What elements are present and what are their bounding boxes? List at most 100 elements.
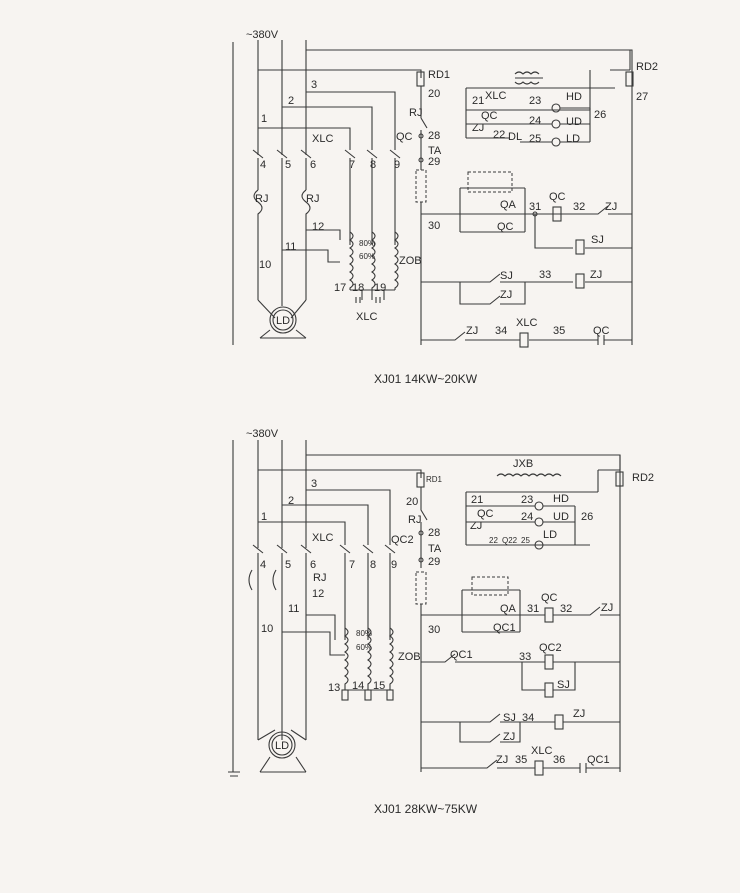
node2-29 xyxy=(418,557,424,563)
control-left-wire xyxy=(420,86,428,170)
zob-label: ZOB xyxy=(399,255,422,267)
wire-23: 23 xyxy=(529,95,541,107)
motor-ld-inner xyxy=(272,309,294,331)
wire-33: 33 xyxy=(539,269,551,281)
tap2-80-label: 80% xyxy=(356,629,372,638)
rj-right-label: RJ xyxy=(306,193,319,205)
tap-2 xyxy=(282,106,373,150)
sj2-coil-line xyxy=(521,662,576,691)
lamp2-hd xyxy=(534,501,544,511)
wire-2: 2 xyxy=(288,95,294,107)
wire2-5: 5 xyxy=(285,559,291,571)
coil-sj xyxy=(575,239,585,255)
wire2-9: 9 xyxy=(391,559,397,571)
control-left-wire2 xyxy=(420,487,428,568)
wire-34: 34 xyxy=(495,325,507,337)
rj-mid-label2: RJ xyxy=(313,572,326,584)
wire2-25: 25 xyxy=(521,536,530,545)
zj-contact-line2 xyxy=(553,606,620,616)
coil2-sj xyxy=(544,682,554,698)
rd2-label: RD2 xyxy=(636,61,658,73)
lamp2-qc-label: QC xyxy=(477,508,494,520)
wire2-6: 6 xyxy=(310,559,316,571)
ta-label: TA xyxy=(428,145,442,157)
lamp-zj-label: ZJ xyxy=(472,122,484,134)
button2-qa xyxy=(471,576,509,596)
lamp-return xyxy=(560,107,591,143)
wire2-13: 13 xyxy=(328,682,340,694)
zj-contact-label: ZJ xyxy=(466,325,478,337)
wire-29: 29 xyxy=(428,156,440,168)
wire-10: 10 xyxy=(259,259,271,271)
tap-60-label: 60% xyxy=(359,252,375,261)
motor2-label: LD xyxy=(275,740,289,752)
wire-12: 12 xyxy=(312,221,324,233)
jxb-label: JXB xyxy=(513,458,533,470)
ta-switch xyxy=(415,169,427,203)
wire-6: 6 xyxy=(310,159,316,171)
diagram-28kw-75kw: ~380V 3 2 1 XLC QC2 4 5 6 RJ 7 8 9 11 12… xyxy=(228,428,654,816)
motor-base2 xyxy=(259,756,307,773)
wire-5: 5 xyxy=(285,159,291,171)
tap-3-2 xyxy=(306,489,391,545)
tap-1 xyxy=(258,127,351,150)
zj-coil-label: ZJ xyxy=(590,269,602,281)
rj-left-label: RJ xyxy=(255,193,268,205)
zj-contact-label2: ZJ xyxy=(496,754,508,766)
zj-hold-label2: ZJ xyxy=(503,731,515,743)
coil2-qc2 xyxy=(544,654,554,670)
tap2-60-label: 60% xyxy=(356,643,372,652)
wire2-31: 31 xyxy=(527,603,539,615)
coil2-qc-label: QC xyxy=(541,592,558,604)
qa-label2: QA xyxy=(500,603,517,615)
xlc-bottom-label: XLC xyxy=(356,311,377,323)
ud-label: UD xyxy=(566,116,582,128)
tap-wires xyxy=(282,229,341,263)
tap-2-2 xyxy=(282,504,369,545)
fuse-rd2 xyxy=(625,71,634,87)
wire2-29: 29 xyxy=(428,556,440,568)
node2-28 xyxy=(418,530,424,536)
lamp-ud xyxy=(551,119,561,129)
thermal-relay-elements xyxy=(253,189,311,300)
zj-hold-row2 xyxy=(459,722,521,743)
wire2-1: 1 xyxy=(261,511,267,523)
xlc-top-label2: XLC xyxy=(312,532,333,544)
qc2-coil-label: QC2 xyxy=(539,642,562,654)
ld-lamp-label2: LD xyxy=(543,529,557,541)
wire-32: 32 xyxy=(573,201,585,213)
zj-hold-row xyxy=(459,282,526,305)
wire2-4: 4 xyxy=(260,559,266,571)
ta-switch2 xyxy=(415,571,427,605)
tap-1-2 xyxy=(258,521,346,545)
wire-27: 27 xyxy=(636,91,648,103)
control-top-bus2 xyxy=(306,454,621,772)
wire-11: 11 xyxy=(285,241,296,253)
motor2-ld xyxy=(268,731,296,759)
main-contacts xyxy=(252,149,401,245)
wire-22: 22 xyxy=(493,129,505,141)
wire2-32: 32 xyxy=(560,603,572,615)
zj-hold-label: ZJ xyxy=(500,289,512,301)
rd1-label2: RD1 xyxy=(426,475,443,484)
hd-label2: HD xyxy=(553,493,569,505)
rj-top-label: RJ xyxy=(409,107,422,119)
supply2-label: ~380V xyxy=(246,428,279,440)
wire2-10: 10 xyxy=(261,623,273,635)
autotransformer-zob2 xyxy=(341,627,394,701)
sj-coil-label: SJ xyxy=(591,234,604,246)
qa-bridge xyxy=(459,187,526,233)
xlc-row xyxy=(421,331,632,341)
wire-20: 20 xyxy=(428,88,440,100)
zj1-label2: ZJ xyxy=(601,602,613,614)
lamp-wires xyxy=(520,109,552,143)
wire-17: 17 xyxy=(334,282,346,294)
sj-row xyxy=(421,273,632,283)
fuse2-rd2 xyxy=(615,471,624,487)
wire-28: 28 xyxy=(428,130,440,142)
ta-label2: TA xyxy=(428,543,442,555)
motor-leads xyxy=(257,299,307,319)
node-29 xyxy=(418,157,424,163)
wire2-34: 34 xyxy=(522,712,534,724)
